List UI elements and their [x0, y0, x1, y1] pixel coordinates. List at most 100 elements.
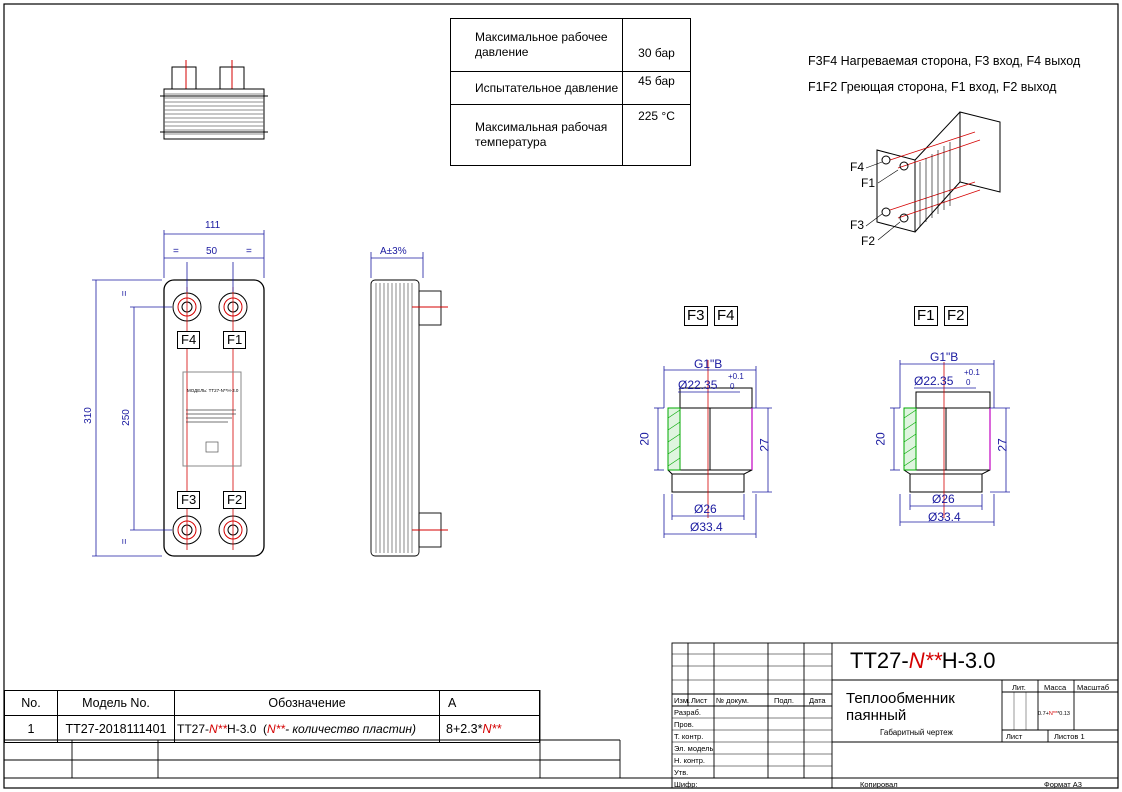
front-view: [92, 230, 265, 557]
tb-kopiroval: Копировал: [860, 780, 898, 789]
parts-header-row: No. Модель No. Обозначение A: [4, 690, 540, 716]
spec-value: 225 °C: [622, 104, 691, 166]
dim-width-111: 111: [205, 220, 221, 231]
title-subtitle: Габаритный чертеж: [880, 728, 953, 737]
spec-value: 45 бар: [622, 71, 691, 105]
tb-col-doc: № докум.: [716, 696, 749, 705]
parts-header-no: No.: [4, 690, 58, 716]
tb-col-list: Лист: [691, 696, 708, 705]
iso-label-f3: F3: [850, 218, 865, 232]
dim-eq-bottom: =: [119, 538, 131, 545]
section-right: [890, 360, 1010, 526]
parts-cell-designation: TT27-N**H-3.0 (N**- количество пластин): [174, 715, 440, 743]
tb-row-tkontr: Т. контр.: [674, 732, 704, 741]
title-code-suffix: H-3.0: [941, 648, 996, 673]
iso-label-f1: F1: [861, 176, 876, 190]
parts-header-model: Модель No.: [57, 690, 175, 716]
port-label-f4: F4: [177, 331, 201, 349]
spec-label: Максимальная рабочая температура: [450, 104, 623, 166]
port-label-f1: F1: [223, 331, 247, 349]
mass-prefix: 0.7+: [1038, 711, 1049, 717]
section-left-d-inner: Ø22.35: [678, 378, 718, 392]
title-code-prefix: TT27-: [850, 648, 909, 673]
title-code: TT27-N**H-3.0: [850, 648, 996, 674]
iso-label-f2: F2: [861, 234, 876, 248]
designation-open: (: [263, 722, 268, 736]
spec-row: Испытательное давление 45 бар: [450, 71, 691, 105]
parts-row: 1 TT27-2018111401 TT27-N**H-3.0 (N**- ко…: [4, 715, 540, 743]
top-view: [160, 60, 268, 140]
tb-sheets: Листов 1: [1054, 732, 1085, 741]
tb-masshtab: Масштаб: [1077, 683, 1110, 692]
title-name-2: паянный: [846, 707, 907, 724]
parts-header-designation: Обозначение: [174, 690, 440, 716]
tb-format: Формат A3: [1044, 780, 1082, 789]
section-left-d26: Ø26: [694, 502, 717, 516]
tb-row-nkontr: Н. контр.: [674, 756, 705, 765]
tb-sheet: Лист: [1006, 732, 1023, 741]
designation-note-n: N**: [267, 722, 286, 736]
dim-inner-50: 50: [206, 246, 218, 257]
section-left-tol-plus: +0.1: [728, 372, 744, 381]
section-right-tol-plus: +0.1: [964, 368, 980, 377]
section-right-h20: 20: [873, 432, 888, 446]
spec-label: Испытательное давление: [450, 71, 623, 105]
nameplate-model: МОДЕЛЬ: TT27-N**H-3.0: [187, 388, 239, 393]
port-label-f3: F3: [177, 491, 201, 509]
section-right-d-inner: Ø22.35: [914, 374, 954, 388]
tb-row-utv: Утв.: [674, 768, 689, 777]
tb-row-prov: Пров.: [674, 720, 694, 729]
title-code-n: N**: [908, 648, 942, 673]
section-right-tol-zero: 0: [966, 378, 971, 387]
mass-n: N**: [1048, 711, 1058, 717]
section-right-d33: Ø33.4: [928, 510, 961, 524]
iso-label-f4: F4: [850, 160, 865, 174]
spec-table: Максимальное рабочее давление 30 бар Исп…: [450, 18, 691, 166]
section-left-h20: 20: [637, 432, 652, 446]
dim-height-310: 310: [82, 407, 94, 424]
sheet-frame: [3, 3, 1119, 789]
parts-cell-no: 1: [4, 715, 58, 743]
spec-row: Максимальное рабочее давление 30 бар: [450, 18, 691, 72]
a-prefix: 8+2.3*: [446, 722, 483, 736]
title-name-1: Теплообменник: [846, 690, 955, 707]
dim-eq-left: =: [173, 246, 179, 257]
tb-lit: Лит.: [1012, 683, 1026, 692]
section-right-h27: 27: [995, 438, 1010, 452]
section-left-h27: 27: [757, 438, 772, 452]
tb-shifr: Шифр:: [674, 780, 698, 789]
mass-suffix: *0.13: [1057, 711, 1070, 717]
side-view: [370, 252, 448, 557]
section-left: [654, 360, 772, 538]
nameplate: [182, 371, 242, 467]
section-left-tol-zero: 0: [730, 382, 735, 391]
legend-line-1: F3F4 Нагреваемая сторона, F3 вход, F4 вы…: [808, 54, 1081, 68]
legend-line-2: F1F2 Греющая сторона, F1 вход, F2 выход: [808, 80, 1057, 94]
designation-prefix: TT27-: [177, 722, 210, 736]
section-right-d26: Ø26: [932, 492, 955, 506]
tb-row-elmodel: Эл. модель: [674, 744, 714, 753]
tb-massa: Масса: [1044, 683, 1067, 692]
designation-note: - количество пластин): [285, 722, 416, 736]
parts-header-a: A: [439, 690, 540, 716]
a-n: N**: [482, 722, 502, 736]
dim-side-a: A±3%: [380, 246, 407, 257]
tb-mass-formula: 0.7+N***0.13: [1038, 711, 1070, 717]
section-left-thread: G1"B: [694, 357, 723, 371]
section-left-d33: Ø33.4: [690, 520, 723, 534]
section-left-label-f4: F4: [714, 306, 738, 326]
designation-suffix: H-3.0: [227, 722, 257, 736]
parts-cell-model: TT27-2018111401: [57, 715, 175, 743]
isometric-view: [865, 111, 1001, 241]
dim-height-250: 250: [120, 409, 132, 426]
designation-n: N**: [209, 722, 228, 736]
section-right-label-f2: F2: [944, 306, 968, 326]
parts-table: No. Модель No. Обозначение A 1 TT27-2018…: [4, 690, 540, 743]
section-right-thread: G1"B: [930, 350, 959, 364]
section-right-label-f1: F1: [914, 306, 938, 326]
parts-cell-a: 8+2.3*N**: [439, 715, 540, 743]
dim-eq-top: =: [119, 290, 131, 297]
spec-value: 30 бар: [622, 18, 691, 72]
section-left-label-f3: F3: [684, 306, 708, 326]
